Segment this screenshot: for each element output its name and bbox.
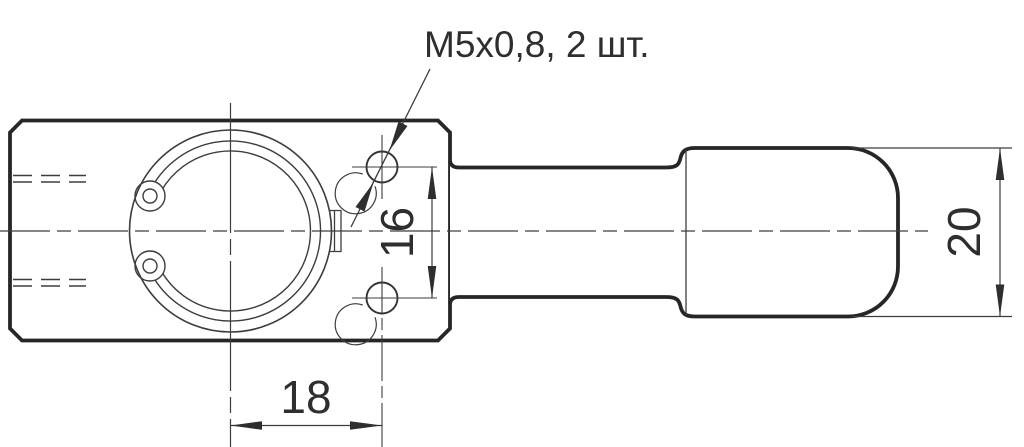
lower-m5-thread-arc bbox=[334, 303, 377, 346]
hidden-lines-upper bbox=[13, 174, 86, 183]
dim20-arrow-up bbox=[995, 148, 1005, 180]
circlip-lower-lobe-hole bbox=[142, 258, 158, 274]
dimension-20-text: 20 bbox=[938, 206, 990, 257]
hole-centermarks bbox=[352, 135, 437, 447]
dimension-18-text: 18 bbox=[280, 371, 331, 423]
dimension-16: 16 bbox=[371, 167, 437, 298]
dim16-arrow-down bbox=[427, 266, 437, 298]
circlip-upper-lobe-hole bbox=[142, 188, 158, 204]
dim18-arrow-right bbox=[350, 421, 382, 430]
hidden-lines-lower bbox=[13, 278, 86, 287]
dimension-16-text: 16 bbox=[371, 207, 423, 258]
circlip-inner-arc bbox=[160, 150, 312, 312]
upper-m5-thread-arc bbox=[334, 172, 377, 215]
m5-leader-arrow-upper bbox=[389, 121, 408, 151]
m5-callout-text: М5х0,8, 2 шт. bbox=[424, 24, 650, 65]
dimension-18: 18 bbox=[230, 371, 382, 430]
m5-callout: М5х0,8, 2 шт. bbox=[350, 24, 650, 228]
dim18-arrow-left bbox=[230, 421, 262, 430]
m5-leader-arrow-lower bbox=[355, 182, 374, 212]
dim20-arrow-down bbox=[995, 284, 1005, 317]
dimension-20: 20 bbox=[852, 147, 1012, 318]
dim16-arrow-up bbox=[427, 167, 437, 199]
shaft-and-cap-outline bbox=[448, 146, 900, 319]
